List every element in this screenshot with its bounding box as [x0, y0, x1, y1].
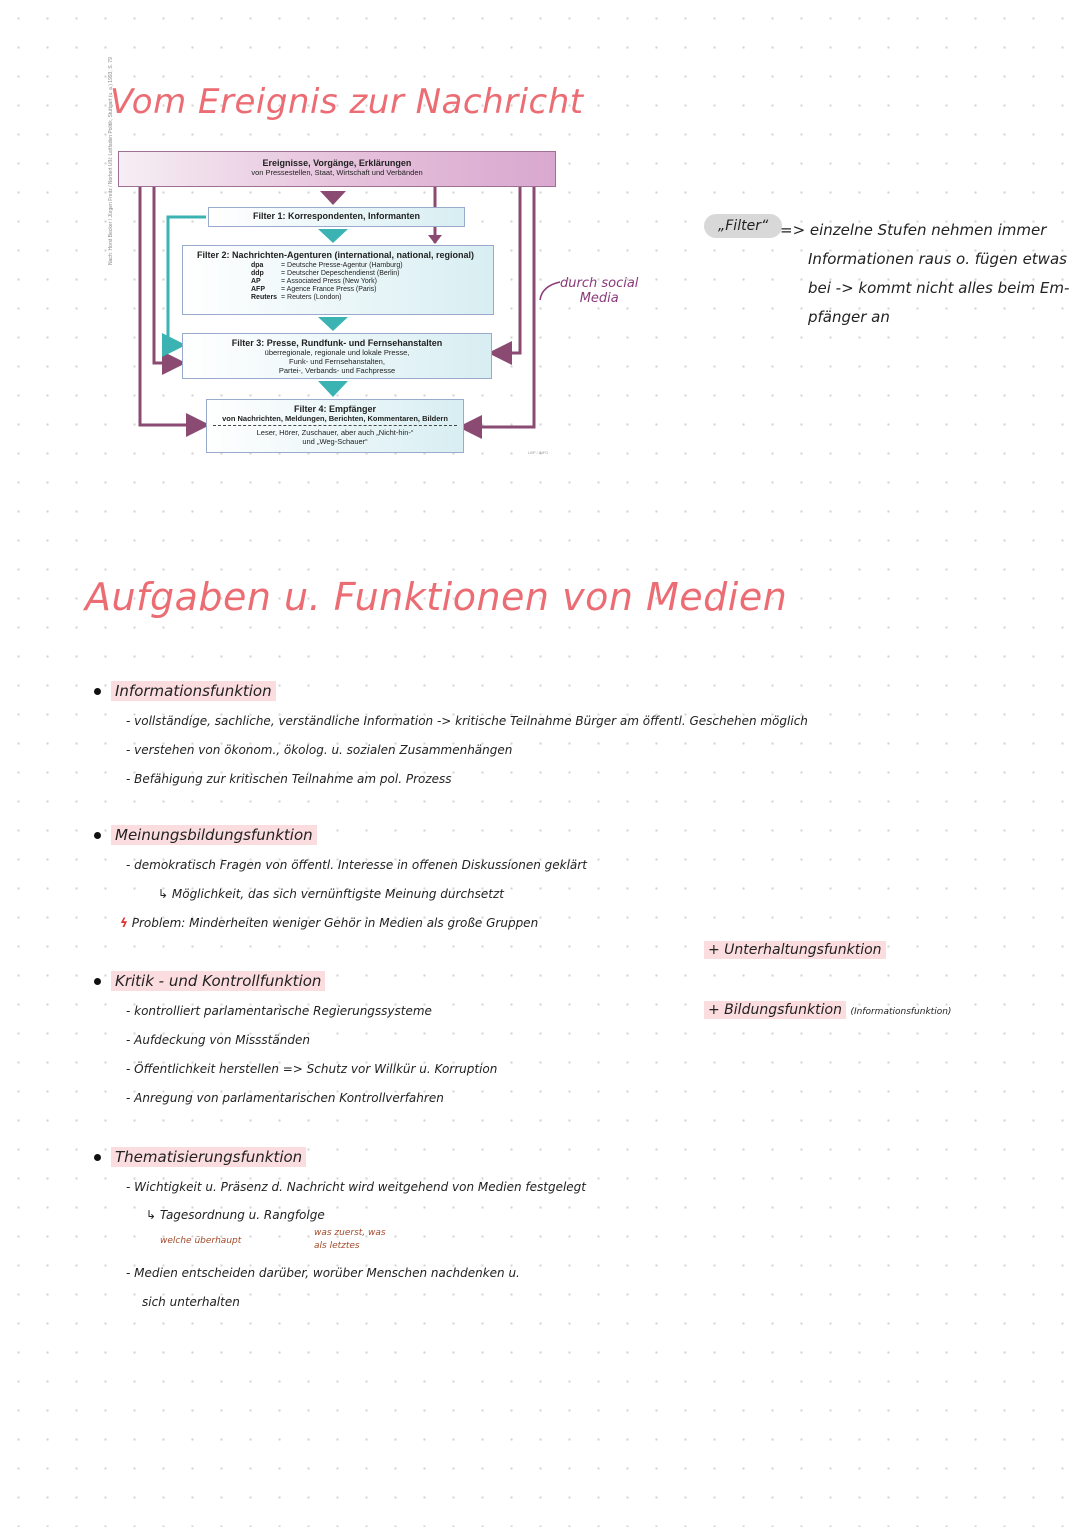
social-media-note: durch social Media	[560, 276, 638, 306]
filter-diagram: Ereignisse, Vorgänge, Erklärungen von Pr…	[108, 57, 560, 470]
text-line: - demokratisch Fragen von öffentl. Inter…	[126, 858, 587, 872]
filter-note-line: Informationen raus o. fügen etwas	[808, 250, 1067, 268]
filter-pill: „Filter“	[704, 214, 783, 238]
social-note-line: durch social	[560, 276, 639, 291]
side-note-bildung: + Bildungsfunktion (Informationsfunktion…	[704, 1001, 952, 1019]
text-line: - Wichtigkeit u. Präsenz d. Nachricht wi…	[126, 1180, 587, 1194]
lbp-logo-text: LBP / INFO	[528, 450, 549, 455]
heading-meinungsbildung: Meinungsbildungsfunktion	[94, 825, 317, 845]
text-line: ↳ Tagesordnung u. Rangfolge	[146, 1208, 325, 1222]
annotation-note: was zuerst, was	[314, 1228, 386, 1238]
bullet-dot	[94, 688, 101, 695]
lightning-icon: ϟ	[120, 916, 128, 930]
heading-text: Thematisierungsfunktion	[111, 1147, 307, 1167]
source-credit: Nach: Horst Becker / Jürgen Freitz / Nor…	[108, 57, 114, 265]
side-note-unterhaltung: + Unterhaltungsfunktion	[704, 941, 886, 959]
heading-informationsfunktion: Informationsfunktion	[94, 681, 276, 701]
source-box: Ereignisse, Vorgänge, Erklärungen von Pr…	[118, 151, 556, 187]
heading-text: Kritik - und Kontrollfunktion	[111, 971, 326, 991]
social-bracket	[539, 281, 561, 301]
agency-item: AFP= Agence France Press (Paris)	[251, 286, 377, 294]
filter4-sub: Leser, Hörer, Zuschauer, aber auch „Nich…	[256, 428, 414, 437]
filter1-label: Filter 1: Korrespondenten, Informanten	[252, 211, 420, 221]
filter3-sub: Funk- und Fernsehanstalten,	[289, 357, 385, 366]
filter3-label: Filter 3: Presse, Rundfunk- und Fernseha…	[231, 338, 443, 348]
bullet-dot	[94, 832, 101, 839]
filter4-sub: von Nachrichten, Meldungen, Berichten, K…	[222, 414, 448, 423]
problem-line: ϟ Problem: Minderheiten weniger Gehör in…	[120, 916, 538, 930]
title-vom-ereignis: Vom Ereignis zur Nachricht	[110, 82, 584, 122]
heading-kritik: Kritik - und Kontrollfunktion	[94, 971, 326, 991]
side-note-text: + Bildungsfunktion	[704, 1001, 846, 1019]
agency-item: ddp= Deutscher Depeschendienst (Berlin)	[251, 270, 400, 278]
text-line: - verstehen von ökonom., ökolog. u. sozi…	[126, 743, 513, 757]
bullet-dot	[94, 978, 101, 985]
agency-item: AP= Associated Press (New York)	[251, 278, 377, 286]
text-line: - Öffentlichkeit herstellen => Schutz vo…	[126, 1062, 498, 1076]
agency-list: dpa= Deutsche Presse-Agentur (Hamburg) d…	[251, 262, 493, 302]
problem-text: Problem: Minderheiten weniger Gehör in M…	[131, 916, 539, 930]
heading-thematisierung: Thematisierungsfunktion	[94, 1147, 307, 1167]
text-line: - kontrolliert parlamentarische Regierun…	[126, 1004, 432, 1018]
bullet-dot	[94, 1154, 101, 1161]
filter1-box: Filter 1: Korrespondenten, Informanten	[208, 207, 465, 227]
annotation-note: als letztes	[314, 1241, 360, 1251]
filter3-box: Filter 3: Presse, Rundfunk- und Fernseha…	[182, 333, 492, 379]
filter2-label: Filter 2: Nachrichten-Agenturen (interna…	[197, 250, 475, 260]
filter4-label: Filter 4: Empfänger	[293, 404, 376, 414]
filter4-sub: und „Weg-Schauer“	[302, 437, 368, 446]
title-aufgaben: Aufgaben u. Funktionen von Medien	[85, 575, 788, 619]
text-line: sich unterhalten	[142, 1295, 240, 1309]
filter4-box: Filter 4: Empfänger von Nachrichten, Mel…	[206, 399, 464, 453]
filter-note: => einzelne Stufen nehmen immer Informat…	[780, 216, 1080, 332]
heading-text: Informationsfunktion	[111, 681, 276, 701]
filter2-box: Filter 2: Nachrichten-Agenturen (interna…	[182, 245, 494, 315]
side-note-text: + Unterhaltungsfunktion	[704, 941, 886, 959]
text-line: - Befähigung zur kritischen Teilnahme am…	[126, 772, 452, 786]
text-line: - vollständige, sachliche, verständliche…	[126, 714, 808, 728]
diagram-arrows	[138, 185, 536, 439]
filter-note-line: pfänger an	[808, 308, 890, 326]
text-line: ↳ Möglichkeit, das sich vernünftigste Me…	[158, 887, 504, 901]
source-title: Ereignisse, Vorgänge, Erklärungen	[262, 158, 412, 168]
filter-note-line: bei -> kommt nicht alles beim Em-	[808, 279, 1070, 297]
text-line: - Anregung von parlamentarischen Kontrol…	[126, 1091, 444, 1105]
annotation-note: welche überhaupt	[160, 1236, 242, 1246]
social-note-line: Media	[579, 291, 619, 306]
agency-item: Reuters= Reuters (London)	[251, 294, 342, 302]
filter-note-line: => einzelne Stufen nehmen immer	[780, 221, 1047, 239]
filter3-sub: Partei-, Verbands- und Fachpresse	[278, 366, 396, 375]
side-note-small: (Informationsfunktion)	[850, 1007, 952, 1017]
heading-text: Meinungsbildungsfunktion	[111, 825, 317, 845]
text-line: - Medien entscheiden darüber, worüber Me…	[126, 1266, 520, 1280]
text-line: - Aufdeckung von Missständen	[126, 1033, 310, 1047]
source-sub: von Pressestellen, Staat, Wirtschaft und…	[251, 168, 423, 177]
agency-item: dpa= Deutsche Presse-Agentur (Hamburg)	[251, 262, 403, 269]
divider	[213, 425, 457, 426]
filter3-sub: überregionale, regionale und lokale Pres…	[264, 348, 410, 357]
